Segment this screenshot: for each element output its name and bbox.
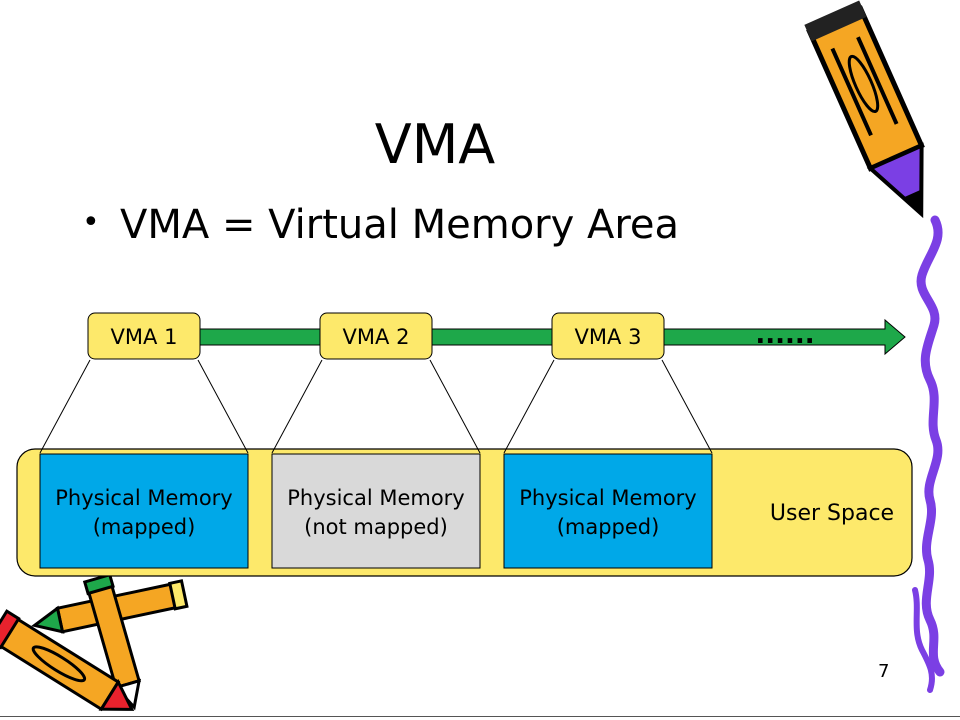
slide-title: VMA <box>374 113 496 176</box>
memory-block-1-line2: (mapped) <box>93 515 196 539</box>
vma2-right-connector <box>429 359 481 454</box>
vma-list-arrow <box>194 318 906 356</box>
vma3-right-connector <box>661 359 713 454</box>
vma2-left-connector <box>271 359 323 454</box>
continuation-dots: ...... <box>755 320 814 350</box>
vma-box-3-label: VMA 3 <box>575 325 642 349</box>
memory-block-3-line2: (mapped) <box>557 515 660 539</box>
bullet-text: VMA = Virtual Memory Area <box>120 202 680 248</box>
user-space-label: User Space <box>770 501 894 526</box>
vma-box-3 <box>551 312 665 360</box>
vma3-left-connector <box>503 359 555 454</box>
bullet-marker: • <box>82 205 100 240</box>
page-number: 7 <box>878 661 890 682</box>
memory-block-1-line1: Physical Memory <box>55 486 233 510</box>
vma-box-1 <box>87 312 201 360</box>
memory-block-2-line1: Physical Memory <box>287 486 465 510</box>
vma1-left-connector <box>39 359 91 454</box>
memory-block-3-line1: Physical Memory <box>519 486 697 510</box>
physical-memory-block-1 <box>39 453 249 569</box>
physical-memory-block-3 <box>503 453 713 569</box>
vma-box-2-label: VMA 2 <box>343 325 410 349</box>
physical-memory-block-2 <box>271 453 481 569</box>
vma-box-2 <box>319 312 433 360</box>
memory-block-2-line2: (not mapped) <box>304 515 448 539</box>
footer-divider <box>0 716 960 717</box>
vma-box-1-label: VMA 1 <box>111 325 178 349</box>
vma1-right-connector <box>197 359 249 454</box>
bullet-item: • VMA = Virtual Memory Area <box>82 196 679 252</box>
